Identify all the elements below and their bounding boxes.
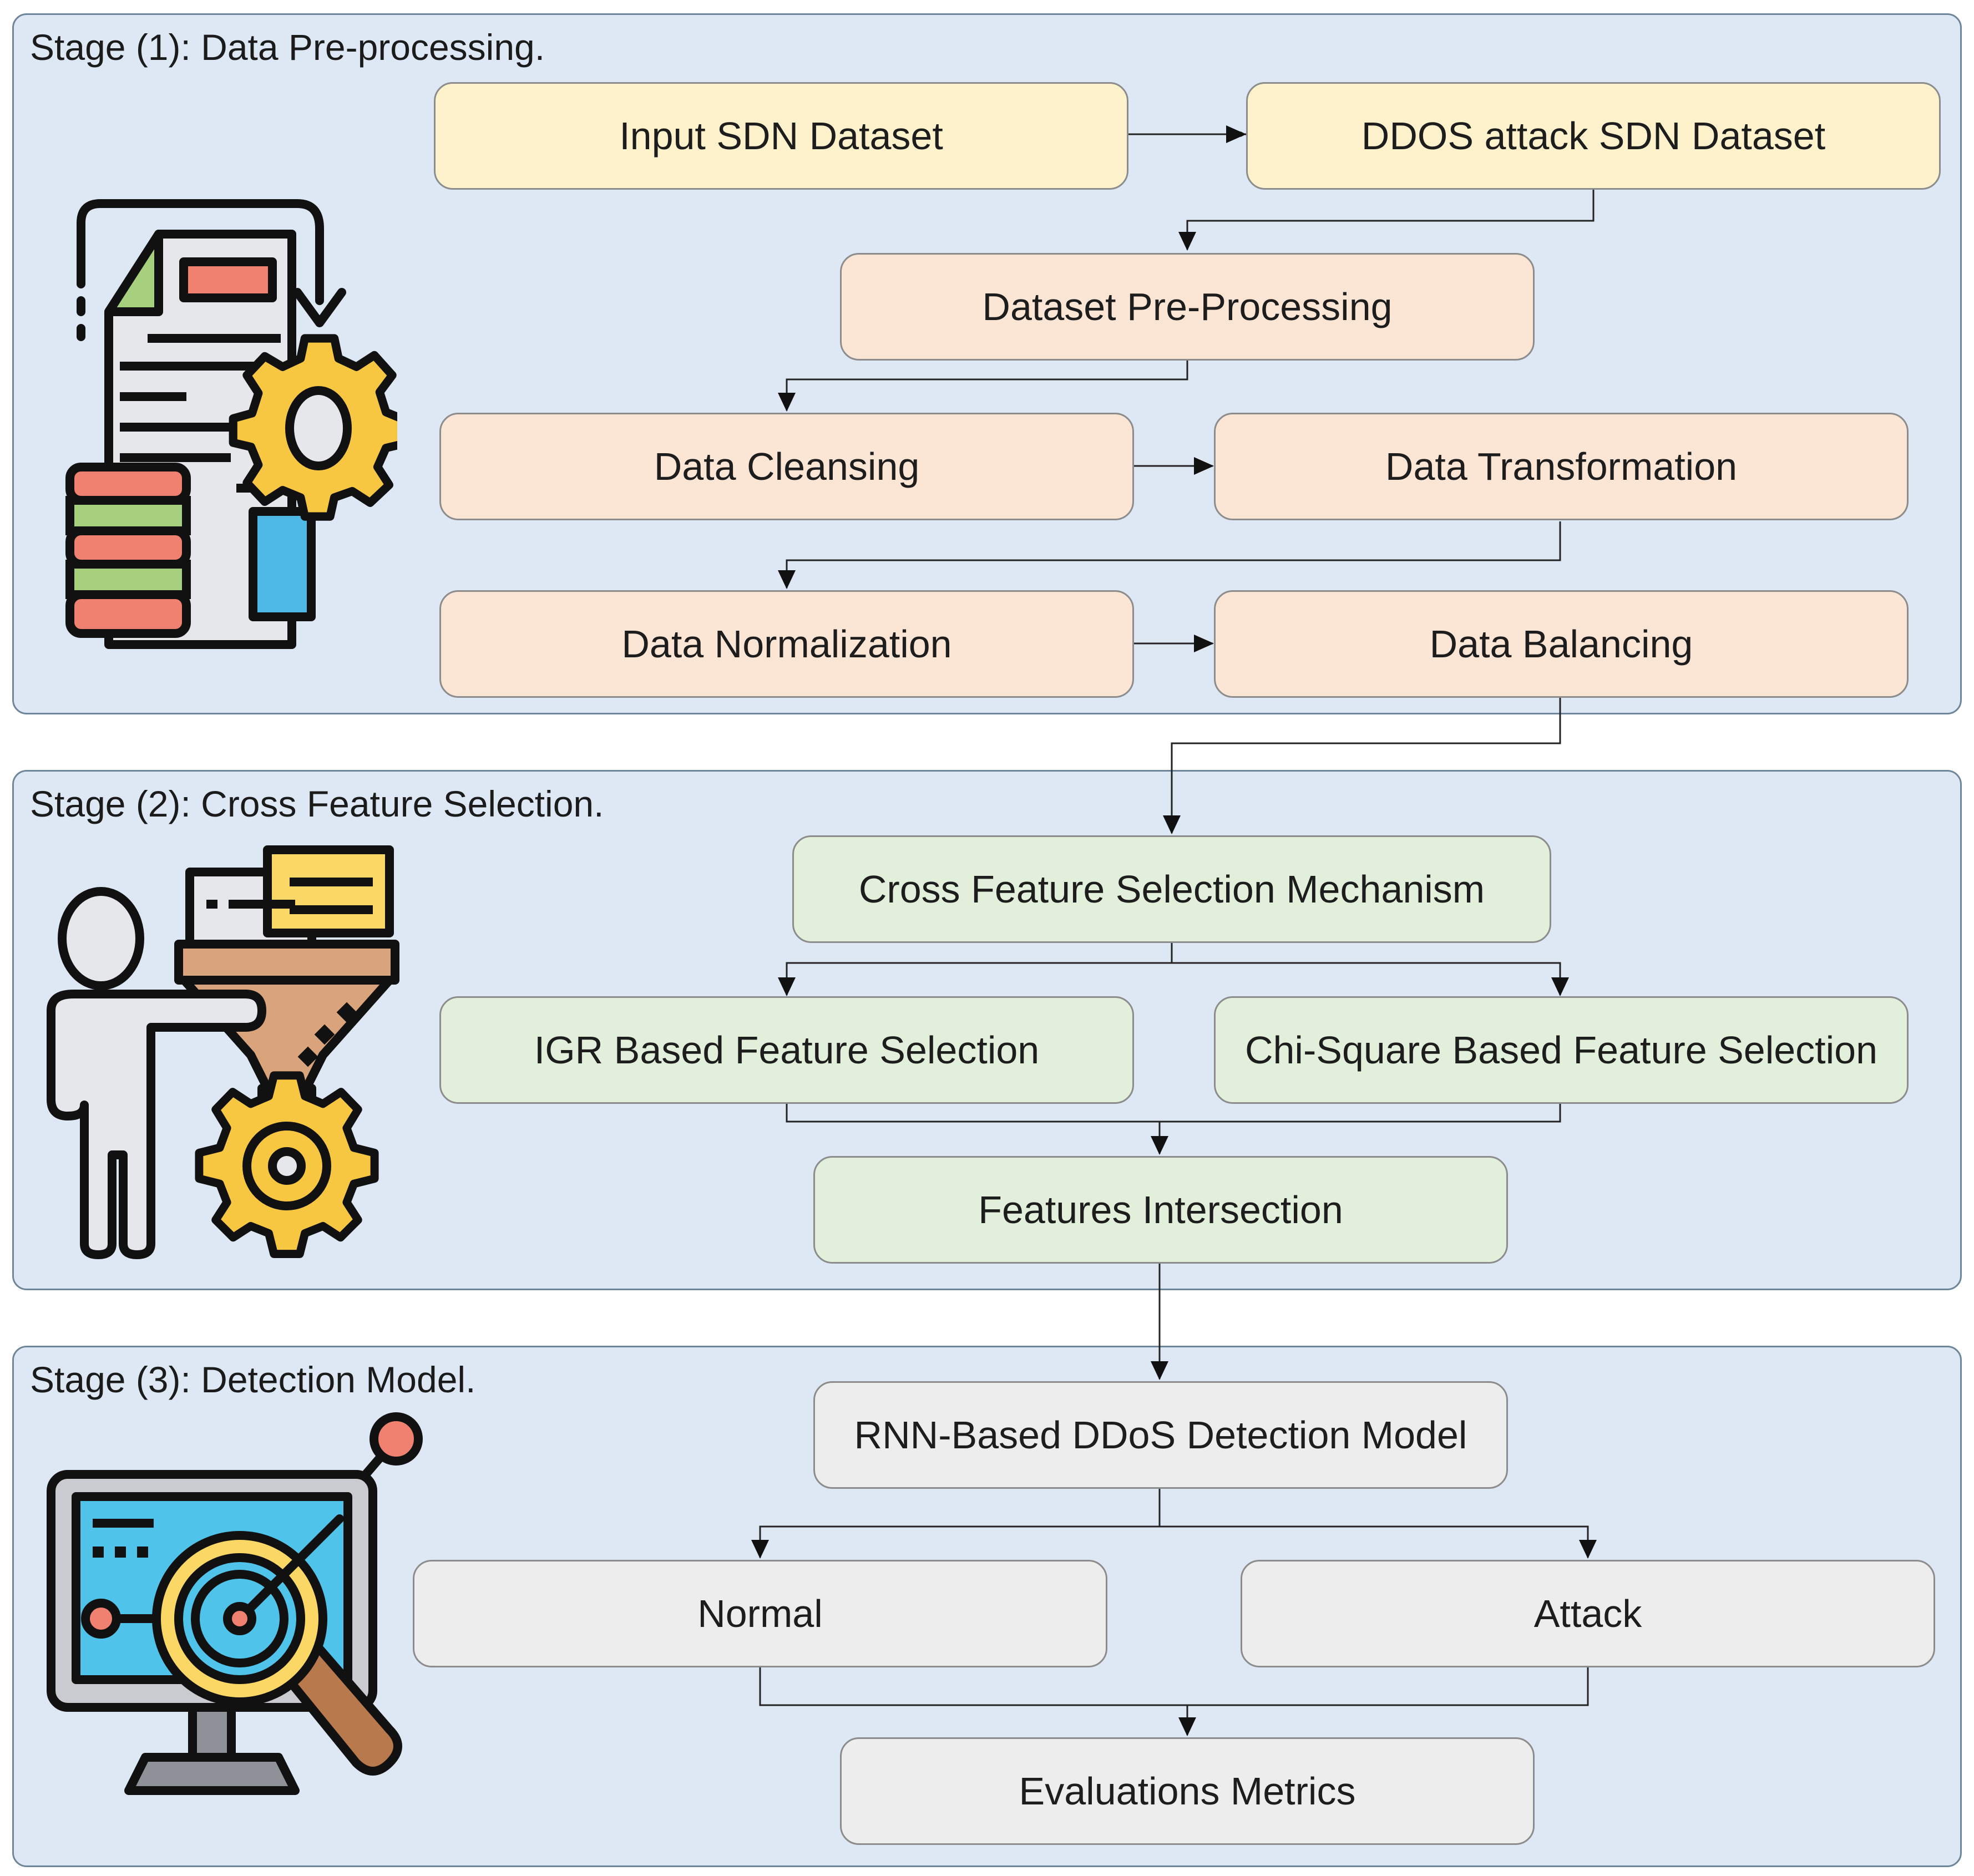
node-data-balancing: Data Balancing	[1214, 590, 1909, 698]
arrowhead	[1579, 1540, 1597, 1559]
arrowhead	[1163, 815, 1181, 834]
arrowhead	[1178, 232, 1196, 251]
arrowhead	[1151, 1361, 1168, 1380]
arrowhead	[1194, 635, 1214, 652]
arrow-balancing-to-cross-feature	[1171, 698, 1561, 833]
node-cross-feature-selection-mechanism: Cross Feature Selection Mechanism	[792, 835, 1551, 943]
arrowhead	[1178, 1717, 1196, 1736]
arrow-normal-to-metrics	[759, 1666, 1188, 1735]
node-rnn-detection-model: RNN-Based DDoS Detection Model	[813, 1381, 1508, 1489]
arrowhead	[751, 1540, 769, 1559]
node-chi-square-based-feature-selection: Chi-Square Based Feature Selection	[1214, 996, 1909, 1104]
monitor-magnifier-icon	[47, 1412, 423, 1795]
arrow-rnn-to-attack	[1160, 1525, 1589, 1558]
arrowhead	[1151, 1136, 1168, 1155]
node-data-cleansing: Data Cleansing	[439, 413, 1134, 520]
node-igr-based-feature-selection: IGR Based Feature Selection	[439, 996, 1134, 1104]
arrow-cross-to-chi	[1172, 962, 1561, 995]
node-dataset-pre-processing: Dataset Pre-Processing	[840, 253, 1535, 361]
arrowhead	[778, 977, 796, 996]
arrow-igr-to-intersection	[786, 1103, 1161, 1154]
arrow-rnn-to-normal	[759, 1489, 1161, 1558]
arrow-transformation-to-normalization	[786, 521, 1561, 588]
stage-1-title: Stage (1): Data Pre-processing.	[30, 27, 545, 68]
document-database-gear-icon	[65, 199, 397, 649]
stage-3-title: Stage (3): Detection Model.	[30, 1359, 476, 1400]
arrow-attack-to-metrics	[1187, 1666, 1589, 1706]
node-features-intersection: Features Intersection	[813, 1156, 1508, 1264]
node-data-transformation: Data Transformation	[1214, 413, 1909, 520]
arrow-chi-to-intersection	[1160, 1103, 1561, 1123]
person-funnel-gear-icon	[47, 845, 399, 1259]
node-input-sdn-dataset: Input SDN Dataset	[434, 82, 1128, 190]
node-data-normalization: Data Normalization	[439, 590, 1134, 698]
arrowhead	[1226, 125, 1246, 143]
node-attack: Attack	[1241, 1560, 1935, 1667]
node-ddos-attack-sdn-dataset: DDOS attack SDN Dataset	[1246, 82, 1941, 190]
arrowhead	[778, 393, 796, 412]
arrowhead	[1194, 457, 1214, 475]
stage-2-title: Stage (2): Cross Feature Selection.	[30, 783, 604, 824]
arrowhead	[1551, 977, 1569, 996]
arrowhead	[778, 570, 796, 589]
arrow-ddos-to-preprocessing	[1186, 190, 1595, 250]
node-normal: Normal	[413, 1560, 1107, 1667]
node-evaluations-metrics: Evaluations Metrics	[840, 1737, 1535, 1845]
arrow-preprocessing-to-cleansing	[786, 361, 1188, 410]
arrow-cross-to-igr	[786, 943, 1173, 995]
